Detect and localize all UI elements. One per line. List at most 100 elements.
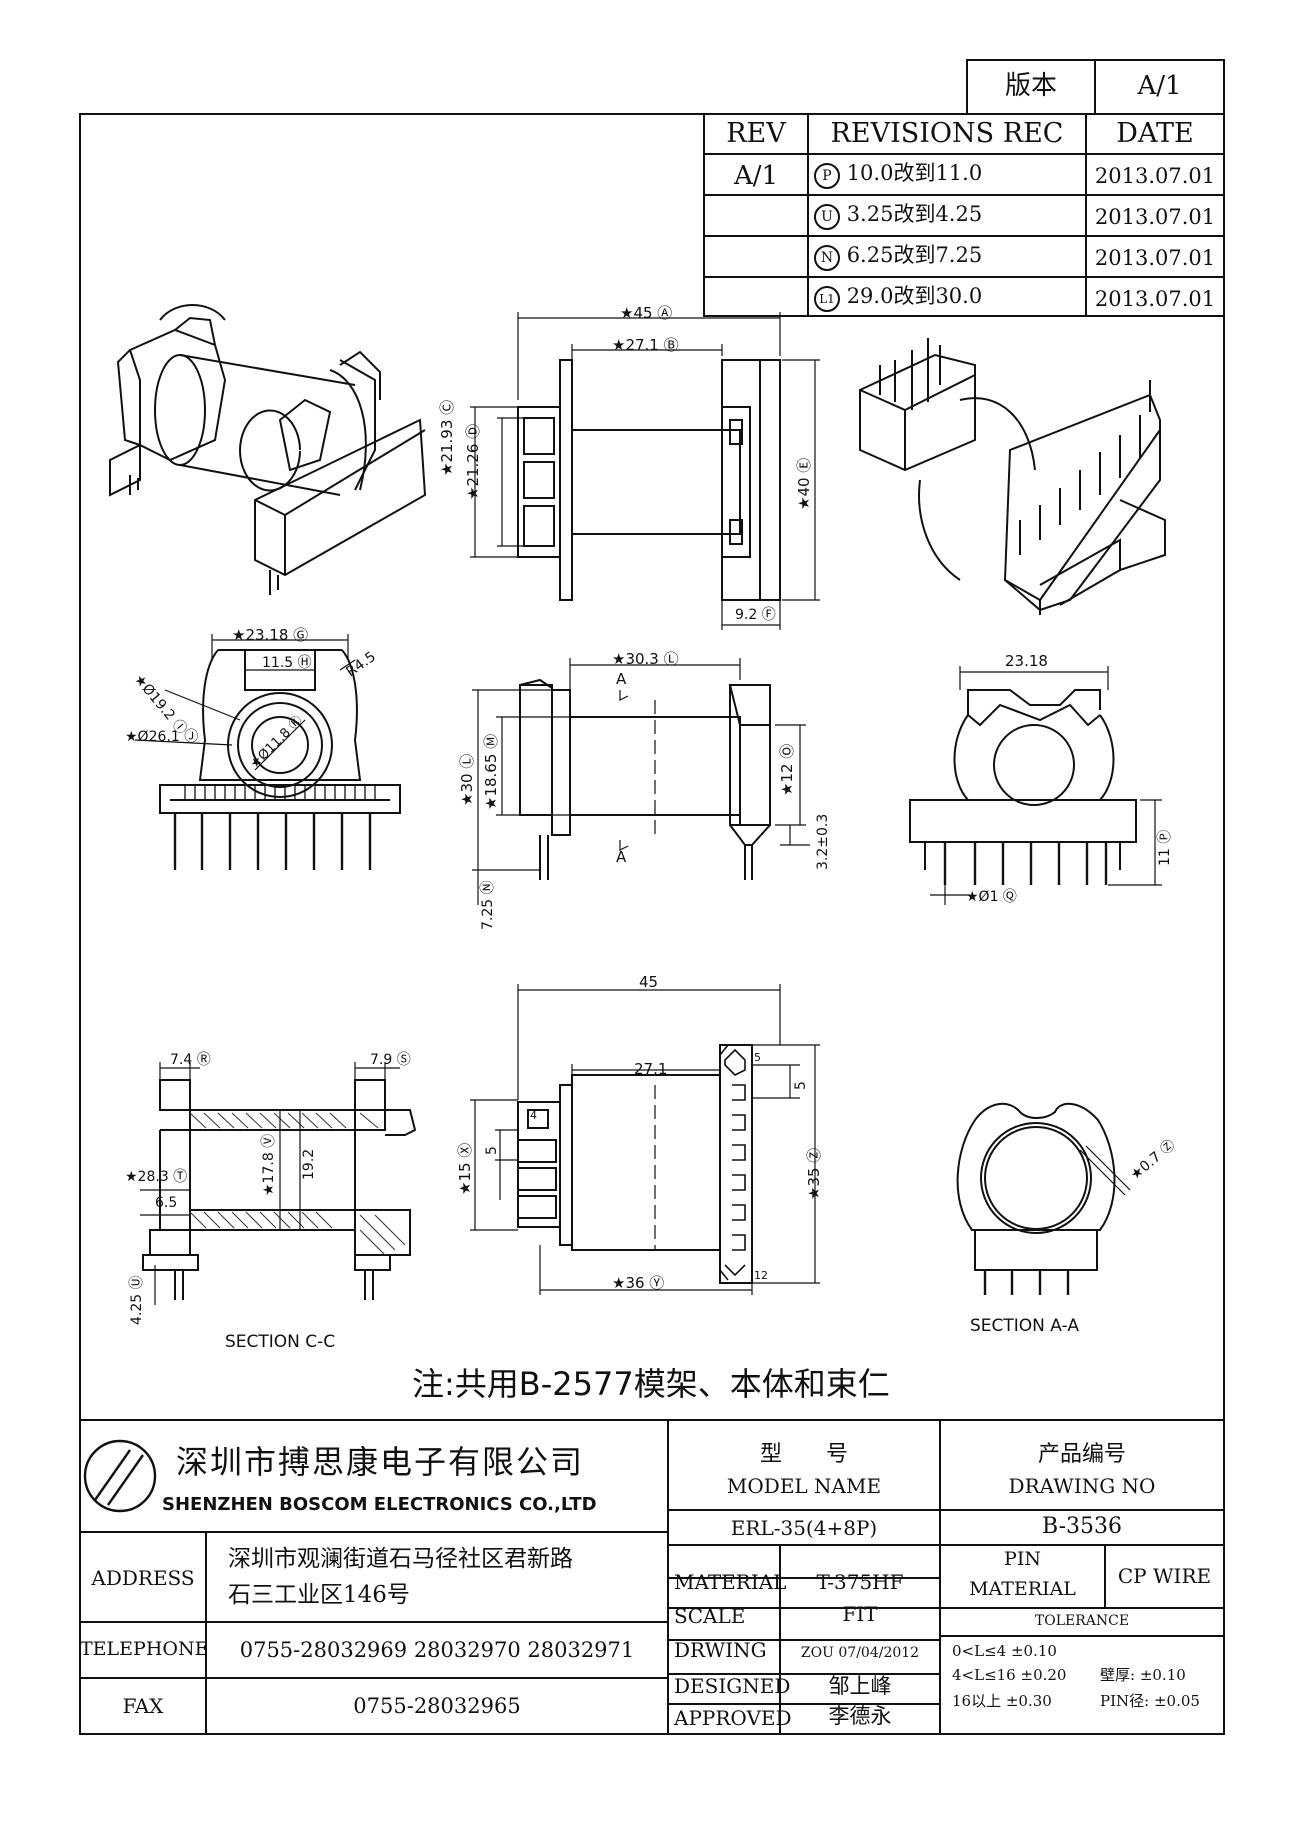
revision-date: 2013.07.01 xyxy=(1094,246,1216,270)
dim-label: 7.9 Ⓢ xyxy=(370,1052,411,1068)
section-aa-label: SECTION A-A xyxy=(970,1316,1079,1336)
dim-label: 11 Ⓟ xyxy=(1157,829,1173,866)
dim-label: 45 xyxy=(639,973,659,991)
dim-label: ★21.93 Ⓒ xyxy=(438,399,456,476)
model-value: ERL-35(4+8P) xyxy=(730,1516,878,1540)
pin-side-view xyxy=(470,984,820,1295)
back-view xyxy=(909,666,1162,905)
dim-label: ★27.1 Ⓑ xyxy=(612,336,679,354)
dim-label: ★35 Ⓩ xyxy=(805,1147,823,1200)
dim-label: 27.1 xyxy=(634,1060,668,1078)
dim-label: ★Ø26.1 Ⓙ xyxy=(125,729,199,745)
dim-label: A xyxy=(616,670,627,688)
dim-label: ★28.3 Ⓣ xyxy=(125,1169,188,1185)
tolerance-pin: PIN径: ±0.05 xyxy=(1100,1692,1200,1710)
dim-label: 7.25 Ⓝ xyxy=(480,880,496,930)
revision-row: N 6.25改到7.25 xyxy=(814,245,982,271)
bobbin-3d-view-left xyxy=(109,304,427,595)
date-header: DATE xyxy=(1116,118,1194,149)
revision-text: 6.25改到7.25 xyxy=(846,243,983,267)
revision-row: U 3.25改到4.25 xyxy=(814,204,982,230)
revision-date: 2013.07.01 xyxy=(1094,287,1216,311)
dim-label: ★40 Ⓔ xyxy=(795,457,813,510)
company-name-en: SHENZHEN BOSCOM ELECTRONICS CO.,LTD xyxy=(162,1494,597,1515)
section-cc-label: SECTION C-C xyxy=(225,1332,336,1352)
dim-label: ★Ø1 Ⓠ xyxy=(966,889,1017,905)
dim-label: ★12 Ⓞ xyxy=(778,743,796,796)
material-label: MATERIAL xyxy=(674,1570,787,1594)
dim-label: 19.2 xyxy=(301,1148,317,1180)
dim-label: 9.2 Ⓕ xyxy=(735,607,776,623)
revision-text: 29.0改到30.0 xyxy=(846,284,983,308)
drawing-border xyxy=(79,113,1225,1735)
bobbin-3d-view-right xyxy=(859,338,1166,615)
dim-label: ★30.3 Ⓛ xyxy=(612,650,679,668)
section-cc-view xyxy=(140,1062,417,1305)
material-value: T-375HF xyxy=(816,1570,904,1594)
dim-label: ★23.18 Ⓖ xyxy=(232,626,309,644)
pin-number: 5 xyxy=(754,1051,761,1064)
dim-label: ★17.8 Ⓥ xyxy=(261,1133,277,1196)
drawing-no-value: B-3536 xyxy=(1042,1514,1122,1539)
model-label-cn: 型 号 xyxy=(759,1442,848,1467)
address-line-1: 深圳市观澜街道石马径社区君新路 xyxy=(228,1546,573,1572)
drwing-label: DRWING xyxy=(674,1638,767,1662)
dim-label: 5 xyxy=(793,1081,809,1090)
address-line-2: 石三工业区146号 xyxy=(228,1582,410,1608)
address-label: ADDRESS xyxy=(91,1566,195,1590)
front-view xyxy=(134,634,401,870)
revision-date: 2013.07.01 xyxy=(1094,164,1216,188)
company-logo xyxy=(83,1439,157,1513)
fax-value: 0755-28032965 xyxy=(353,1694,521,1718)
model-label-en: MODEL NAME xyxy=(726,1474,882,1498)
pin-material-label-2: MATERIAL xyxy=(969,1578,1076,1600)
dim-label: 7.4 Ⓡ xyxy=(170,1052,211,1068)
pin-material-value: CP WIRE xyxy=(1117,1564,1212,1588)
dim-label: 3.2±0.3 xyxy=(815,813,831,870)
revisions-rec-header: REVISIONS REC xyxy=(830,118,1064,149)
dim-label: ★15 Ⓧ xyxy=(456,1142,474,1195)
scale-value: FIT xyxy=(842,1602,878,1626)
dim-label: ★45 Ⓐ xyxy=(620,304,673,322)
tolerance-label: TOLERANCE xyxy=(1034,1613,1130,1629)
dim-label: 11.5 Ⓗ xyxy=(262,655,312,671)
tolerance-row-3: 16以上 ±0.30 xyxy=(952,1692,1052,1710)
top-view xyxy=(470,312,820,630)
tolerance-row-1: 0<L≤4 ±0.10 xyxy=(952,1642,1057,1660)
dim-label: 5 xyxy=(484,1146,500,1155)
note-text: 注:共用B-2577模架、本体和束仁 xyxy=(412,1365,890,1403)
rev-value: A/1 xyxy=(733,161,779,191)
revision-row: P 10.0改到11.0 xyxy=(814,163,982,189)
dim-label: ★18.65 Ⓜ xyxy=(482,733,500,810)
rev-header: REV xyxy=(726,118,786,149)
telephone-value: 0755-28032969 28032970 28032971 xyxy=(239,1638,635,1662)
dim-label: 6.5 xyxy=(155,1195,178,1211)
revisions-table xyxy=(703,113,1225,317)
approved-label: APPROVED xyxy=(674,1706,792,1730)
designed-value: 邹上峰 xyxy=(828,1674,892,1698)
telephone-label: TELEPHONE xyxy=(80,1638,209,1660)
dim-label: 4.25 Ⓤ xyxy=(129,1275,145,1325)
approved-value: 李德永 xyxy=(828,1704,892,1728)
company-name-cn: 深圳市搏思康电子有限公司 xyxy=(176,1443,585,1481)
tolerance-wall: 壁厚: ±0.10 xyxy=(1100,1666,1186,1684)
revision-marker: U xyxy=(814,204,840,230)
tolerance-row-2: 4<L≤16 ±0.20 xyxy=(952,1666,1067,1684)
version-label: 版本 xyxy=(1004,71,1057,101)
drawing-no-label-cn: 产品编号 xyxy=(1037,1442,1126,1467)
dim-label: ★30 Ⓛ xyxy=(458,753,476,806)
scale-label: SCALE xyxy=(674,1604,746,1628)
dim-label: ★36 Ⓨ xyxy=(612,1274,665,1292)
dim-label: 23.18 xyxy=(1005,652,1048,670)
designed-label: DESIGNED xyxy=(674,1674,791,1698)
side-view xyxy=(472,658,810,905)
revision-row: L1 29.0改到30.0 xyxy=(814,286,982,312)
revision-marker: L1 xyxy=(814,286,840,312)
version-value: A/1 xyxy=(1137,71,1182,101)
revision-text: 3.25改到4.25 xyxy=(846,202,983,226)
drawing-no-label-en: DRAWING NO xyxy=(1008,1474,1156,1498)
revision-text: 10.0改到11.0 xyxy=(846,161,983,185)
revision-date: 2013.07.01 xyxy=(1094,205,1216,229)
drwing-value: ZOU 07/04/2012 xyxy=(800,1645,920,1661)
